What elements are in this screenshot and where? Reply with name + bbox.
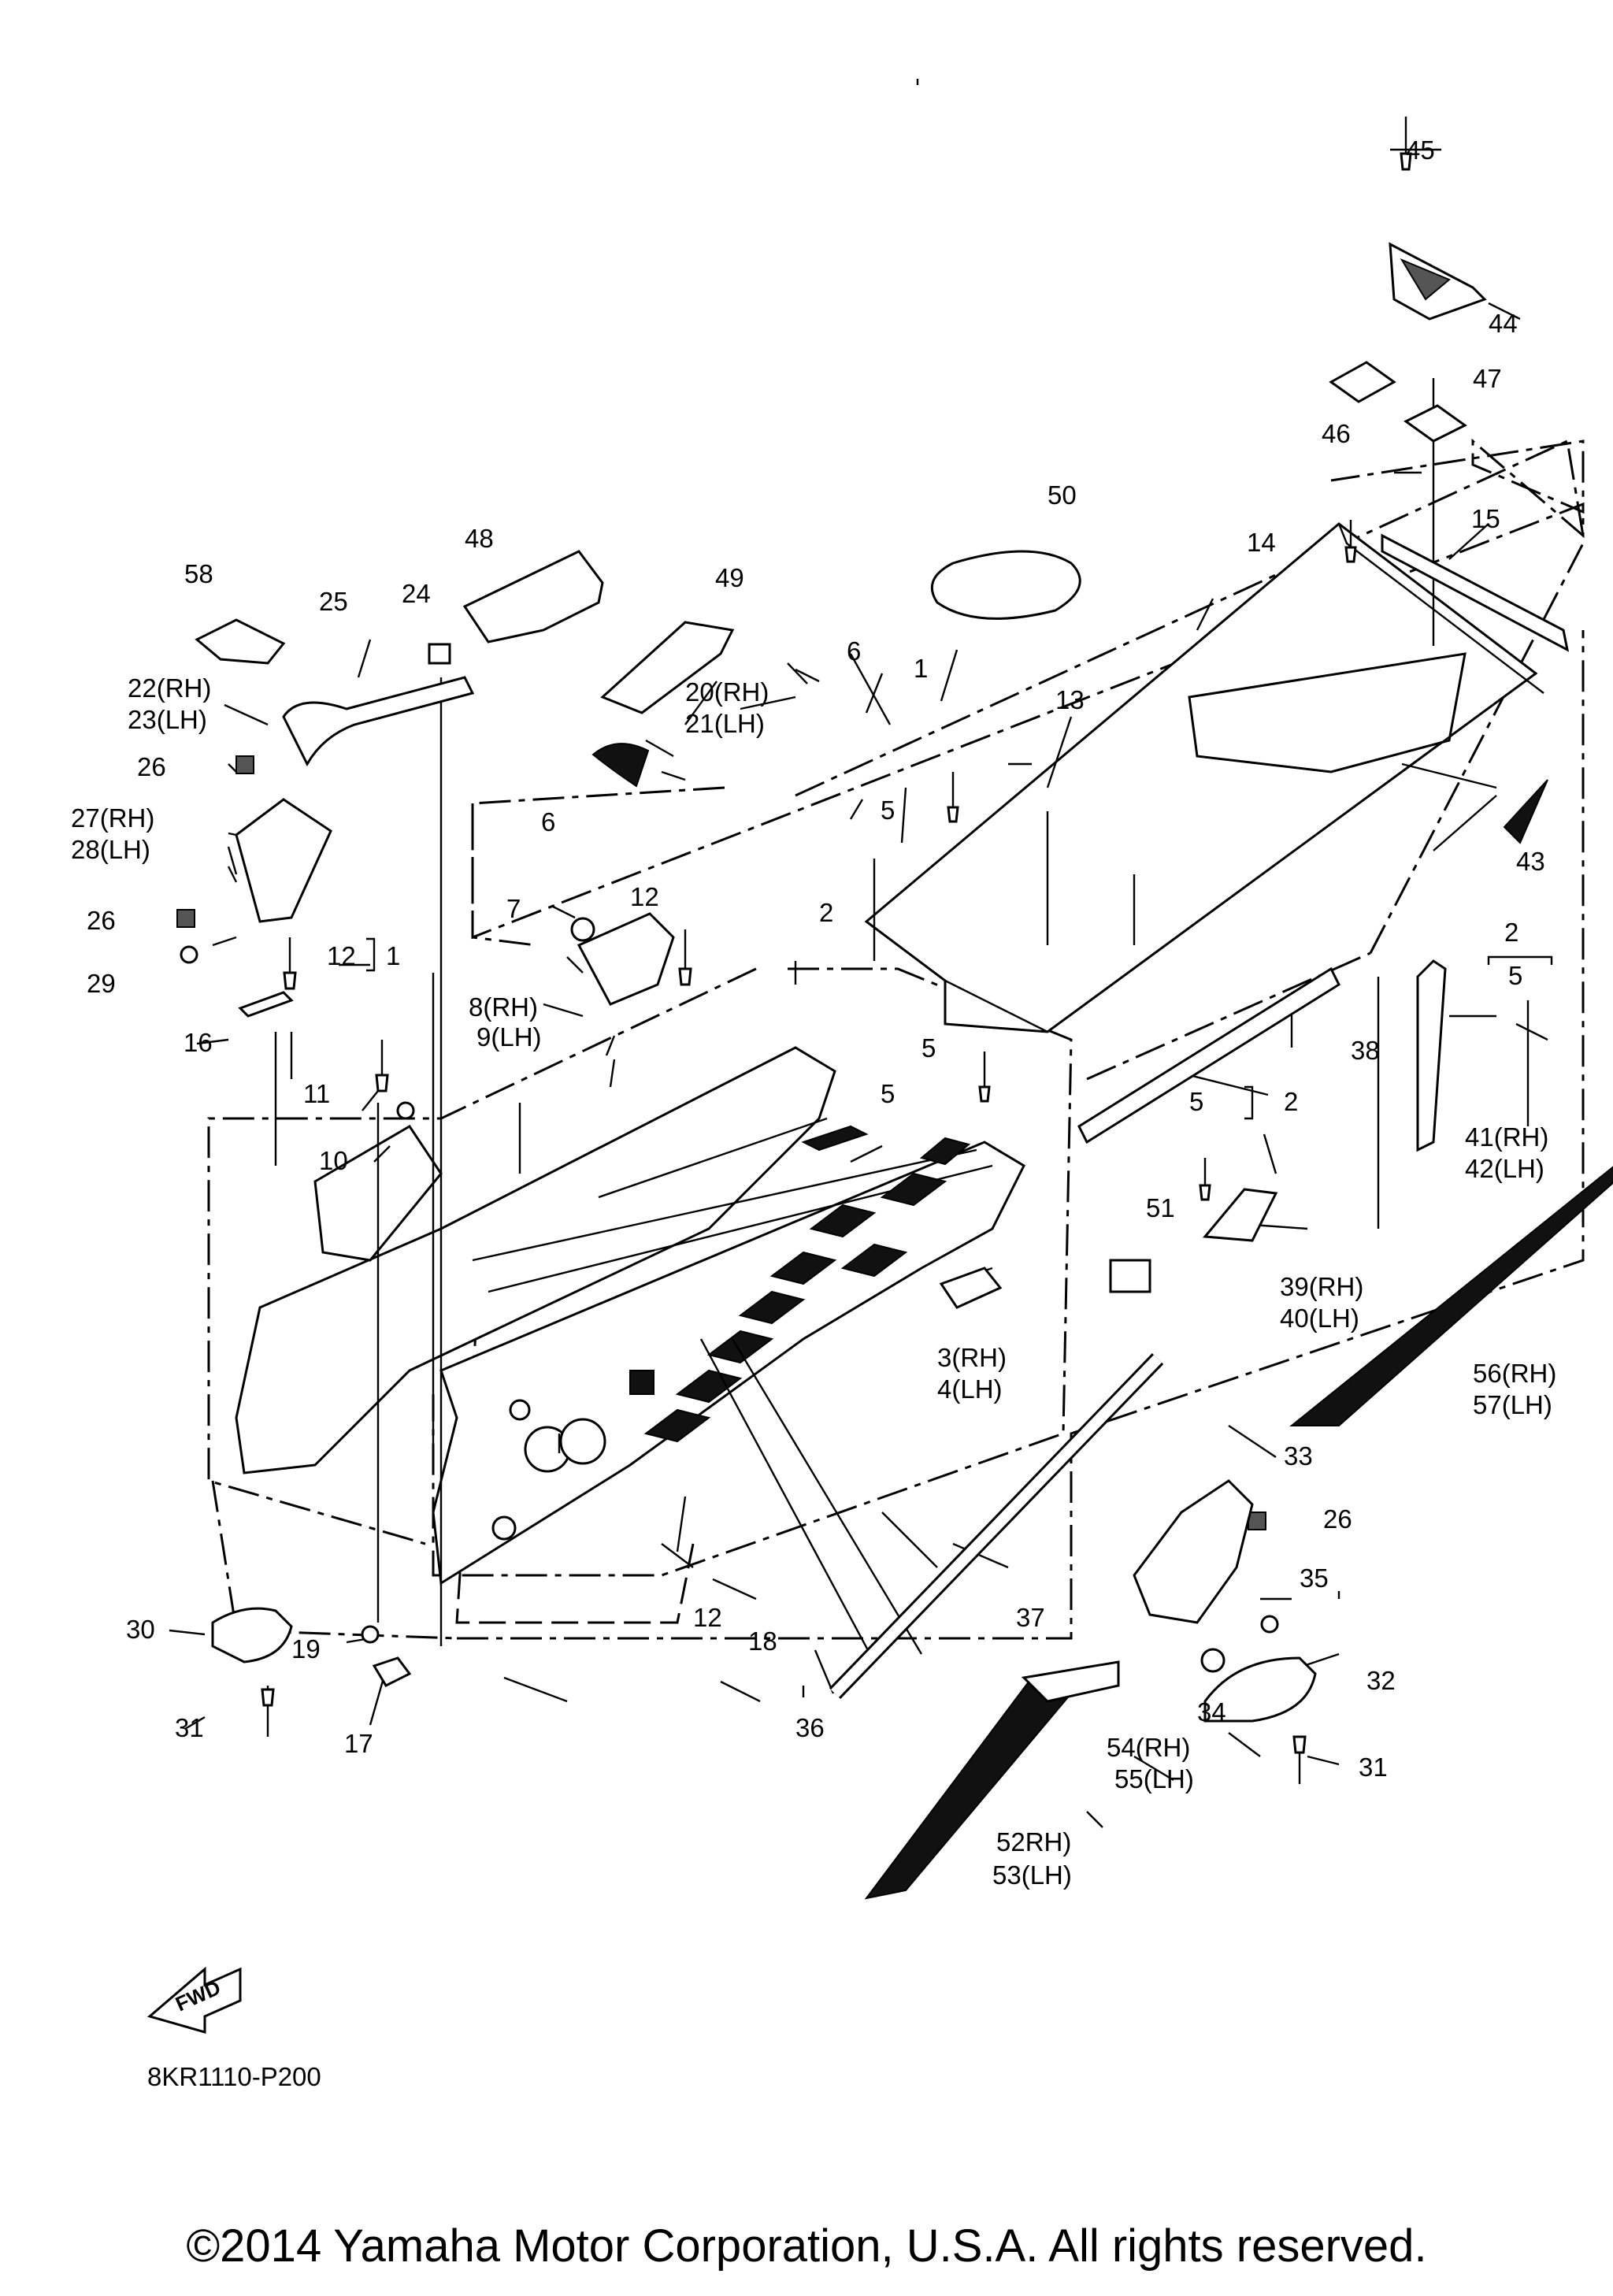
group-brackets — [366, 937, 1553, 1120]
cross-tube — [829, 1353, 1164, 1699]
callout-5-top: 5 — [881, 796, 895, 825]
callout-11: 11 — [303, 1079, 330, 1108]
callout-2-rail: 2 — [1284, 1087, 1298, 1116]
callout-26-left: 26 — [87, 906, 116, 935]
callout-28: 28(LH) — [71, 835, 150, 864]
callout-2-right: 2 — [1504, 918, 1518, 947]
callout-8: 8(RH) — [469, 992, 538, 1022]
callout-16: 16 — [184, 1028, 213, 1057]
callout-36: 36 — [795, 1713, 825, 1742]
callout-20: 20(RH) — [685, 677, 769, 707]
callout-34: 34 — [1197, 1697, 1226, 1727]
callout-12-left: 12 — [327, 941, 356, 970]
callout-26-top: 26 — [137, 752, 166, 781]
callout-6-top: 6 — [847, 636, 861, 666]
callout-1-left: 1 — [386, 941, 400, 970]
callout-26-right: 26 — [1323, 1504, 1352, 1534]
callout-14: 14 — [1247, 528, 1276, 557]
callout-35: 35 — [1300, 1563, 1329, 1593]
callout-42: 42(LH) — [1465, 1154, 1544, 1183]
callout-10: 10 — [319, 1146, 348, 1175]
copyright-notice: ©2014 Yamaha Motor Corporation, U.S.A. A… — [186, 2220, 1427, 2272]
callout-4: 4(LH) — [937, 1374, 1003, 1404]
callout-56: 56(RH) — [1473, 1359, 1556, 1388]
callout-5-rail: 5 — [1189, 1087, 1203, 1116]
callout-49: 49 — [715, 563, 744, 592]
callout-15: 15 — [1471, 504, 1500, 533]
callout-33: 33 — [1284, 1441, 1313, 1471]
assembly-outline-1 — [471, 438, 1585, 947]
callout-3: 3(RH) — [937, 1343, 1007, 1372]
rivets-and-fasteners — [180, 117, 1548, 1784]
callout-58: 58 — [184, 559, 213, 588]
callout-38: 38 — [1351, 1036, 1380, 1065]
callout-39: 39(RH) — [1280, 1272, 1363, 1301]
callout-57: 57(LH) — [1473, 1390, 1552, 1419]
tunnel-frame — [235, 1046, 1025, 1586]
callout-6-mid: 6 — [541, 807, 555, 836]
callout-12-bottom: 12 — [693, 1603, 722, 1632]
callout-32: 32 — [1366, 1666, 1396, 1695]
brackets-and-panels — [176, 242, 1570, 1723]
callout-22: 22(RH) — [128, 673, 211, 703]
callout-31-right: 31 — [1359, 1753, 1388, 1782]
callout-13: 13 — [1055, 685, 1085, 714]
callout-7: 7 — [506, 894, 521, 923]
callout-5-mid: 5 — [921, 1033, 936, 1063]
callout-48: 48 — [465, 524, 494, 553]
callout-17: 17 — [344, 1729, 373, 1758]
callout-30: 30 — [126, 1615, 155, 1644]
callout-12-top: 12 — [630, 882, 659, 911]
callout-55: 55(LH) — [1114, 1764, 1194, 1793]
callout-23: 23(LH) — [128, 705, 207, 734]
callout-51: 51 — [1146, 1193, 1175, 1222]
callout-47: 47 — [1473, 364, 1502, 393]
callout-5-right: 5 — [1508, 961, 1522, 990]
callout-50: 50 — [1048, 480, 1077, 510]
callout-31-left: 31 — [175, 1713, 204, 1742]
callout-5-frame: 5 — [881, 1079, 895, 1108]
running-board-strips — [864, 1166, 1613, 1900]
callout-labels: 45 44 47 46 50 48 49 14 15 58 25 24 22(R… — [71, 135, 1556, 2091]
callout-54: 54(RH) — [1107, 1733, 1190, 1762]
callout-24: 24 — [402, 579, 431, 608]
diagram-code: 8KR1110-P200 — [147, 2062, 321, 2091]
rear-cover-panel — [864, 522, 1544, 1033]
callout-19: 19 — [291, 1634, 321, 1664]
callout-53: 53(LH) — [992, 1860, 1072, 1890]
callout-27: 27(RH) — [71, 803, 154, 833]
callout-21: 21(LH) — [685, 709, 765, 738]
frame-truss-openings — [643, 1125, 971, 1443]
callout-1: 1 — [914, 654, 928, 683]
callout-40: 40(LH) — [1280, 1304, 1359, 1333]
callout-52: 52RH) — [996, 1827, 1071, 1856]
callout-29: 29 — [87, 969, 116, 998]
callout-43: 43 — [1516, 847, 1545, 876]
callout-2-top: 2 — [819, 898, 833, 927]
callout-45: 45 — [1406, 135, 1435, 165]
callout-44: 44 — [1489, 309, 1518, 338]
fwd-arrow: FWD — [146, 1966, 242, 2034]
callout-37: 37 — [1016, 1603, 1045, 1632]
callout-18: 18 — [748, 1626, 777, 1656]
callout-46: 46 — [1322, 419, 1351, 448]
callout-41: 41(RH) — [1465, 1122, 1548, 1152]
callout-25: 25 — [319, 587, 348, 616]
callout-9: 9(LH) — [476, 1022, 542, 1052]
